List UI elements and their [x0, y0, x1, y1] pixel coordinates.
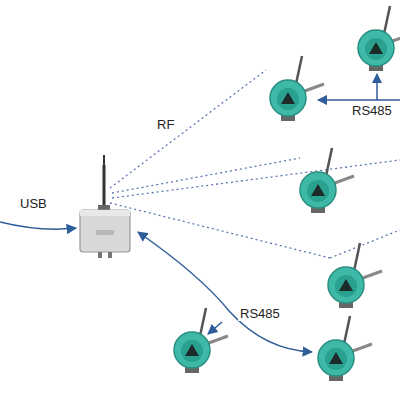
wire-label: RS485 — [238, 306, 282, 321]
wire-label: USB — [18, 196, 49, 211]
wireless-reader — [80, 155, 130, 258]
wire-label: RF — [155, 117, 176, 132]
wire-label: RS485 — [350, 103, 394, 118]
